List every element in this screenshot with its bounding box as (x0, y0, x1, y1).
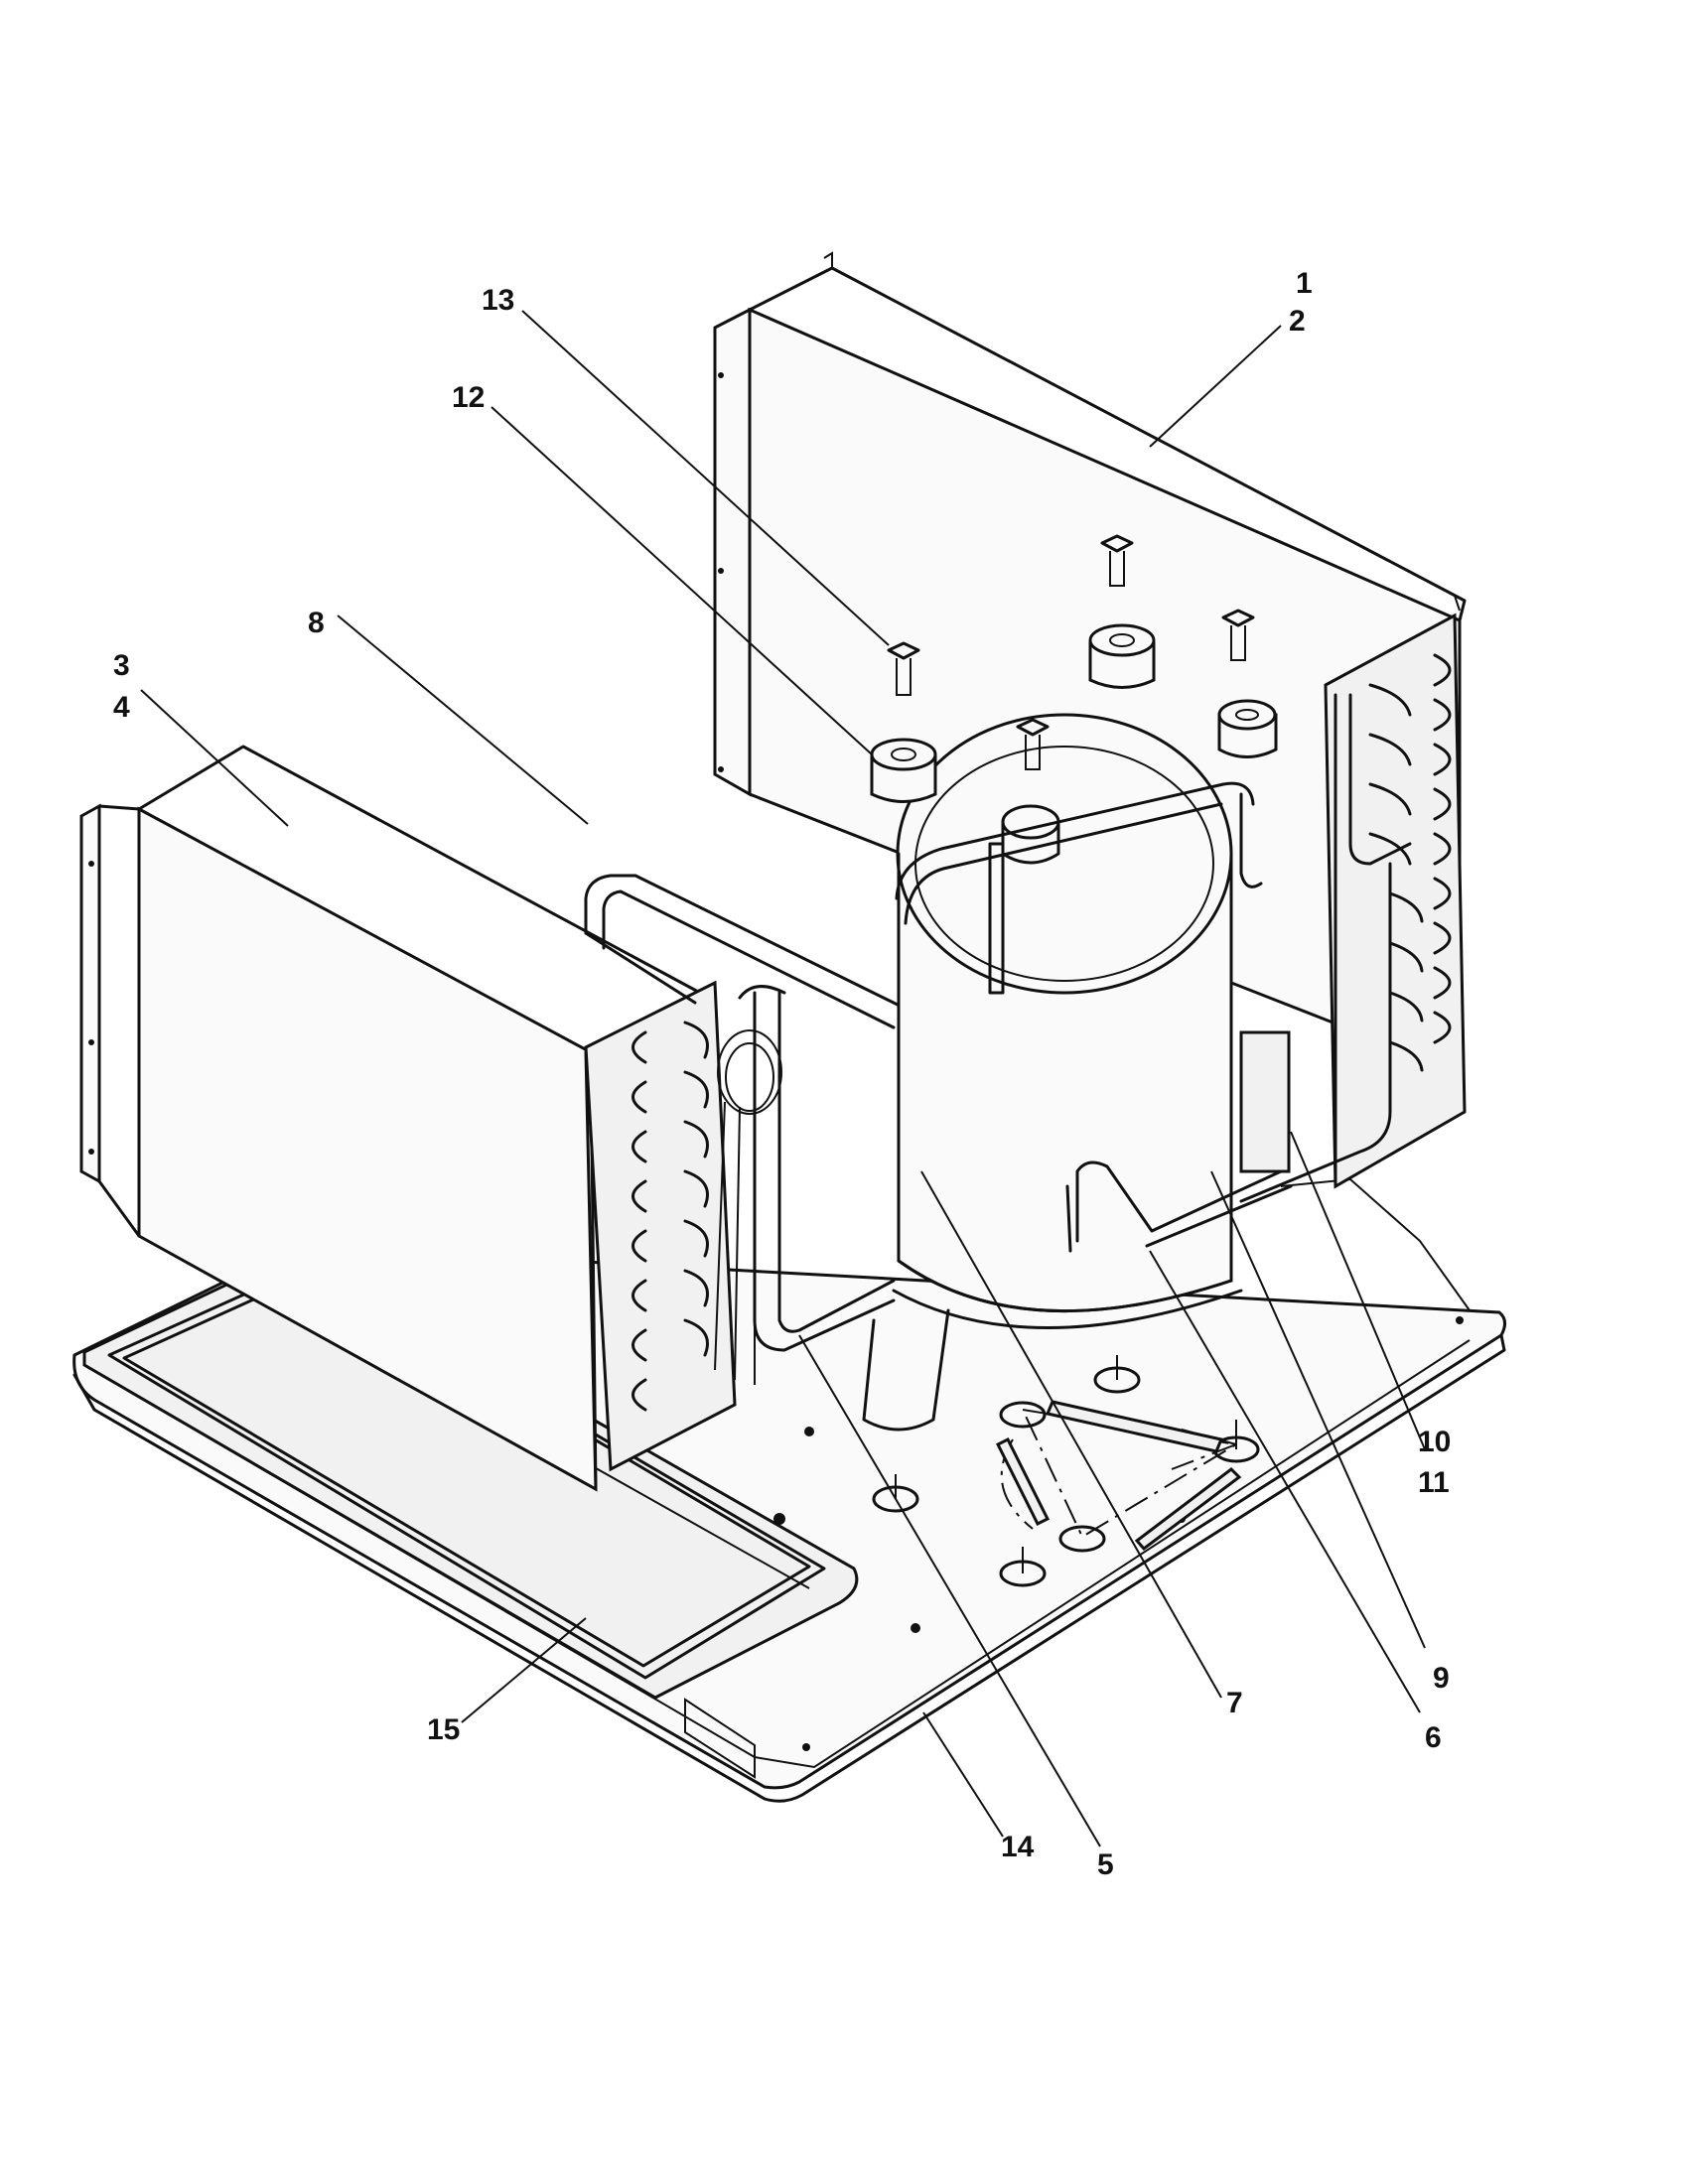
mounting-bolts (887, 534, 1255, 770)
condenser-hairpin-bends (1368, 653, 1452, 1072)
suction-line (584, 874, 906, 1352)
leader-lines (140, 310, 1426, 1847)
callout-8: 8 (308, 607, 325, 639)
callout-14: 14 (1001, 1831, 1035, 1863)
callout-labels: 1 2 3 4 5 6 7 8 9 10 11 12 13 14 15 (113, 267, 1451, 1881)
callout-10: 10 (1418, 1426, 1451, 1458)
callout-1: 1 (1296, 267, 1313, 300)
evaporator-hairpin-bends (632, 1021, 709, 1412)
evaporator-coil (79, 745, 782, 1492)
callout-6: 6 (1425, 1721, 1442, 1754)
callout-3: 3 (113, 649, 130, 682)
callout-13: 13 (482, 284, 514, 317)
callout-2: 2 (1289, 305, 1306, 338)
base-mounts (872, 1355, 1260, 1587)
callout-9: 9 (1433, 1662, 1450, 1695)
condenser-coil (713, 251, 1467, 1203)
callout-11: 11 (1418, 1466, 1450, 1499)
callout-4: 4 (113, 691, 130, 724)
callout-15: 15 (427, 1713, 460, 1746)
compressor (862, 713, 1293, 1432)
grommets (870, 623, 1278, 803)
callout-12: 12 (452, 381, 485, 414)
callout-7: 7 (1226, 1687, 1243, 1719)
callout-5: 5 (1097, 1848, 1114, 1881)
drain-tray (82, 1249, 859, 1700)
